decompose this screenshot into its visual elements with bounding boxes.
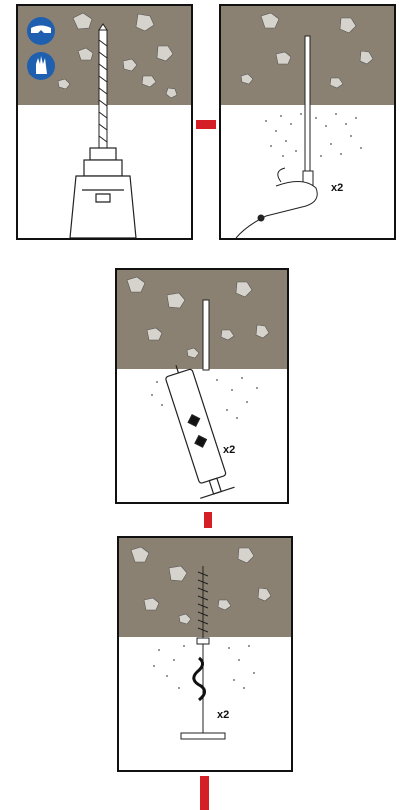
repeat-label: x2 bbox=[331, 182, 343, 194]
step-brush-panel: x2 bbox=[117, 536, 293, 772]
pump-illustration: x2 bbox=[117, 270, 287, 502]
drill-illustration bbox=[18, 6, 191, 238]
step-connector bbox=[200, 776, 209, 810]
repeat-label: x2 bbox=[223, 444, 235, 456]
repeat-label: x2 bbox=[217, 709, 229, 721]
blow-out-illustration: x2 bbox=[221, 6, 394, 238]
drill-bit bbox=[99, 24, 107, 148]
step-pump-panel: x2 bbox=[115, 268, 289, 504]
brush-illustration: x2 bbox=[119, 538, 291, 770]
dust-cloud bbox=[265, 113, 362, 157]
step-connector bbox=[204, 512, 212, 528]
hand-pump bbox=[159, 360, 235, 499]
gloves-icon bbox=[27, 52, 55, 80]
step-drill-panel bbox=[16, 4, 193, 240]
drill-body bbox=[70, 148, 136, 238]
step-connector bbox=[196, 120, 216, 129]
step-blow-out-panel: x2 bbox=[219, 4, 396, 240]
safety-goggles-icon bbox=[27, 17, 55, 45]
